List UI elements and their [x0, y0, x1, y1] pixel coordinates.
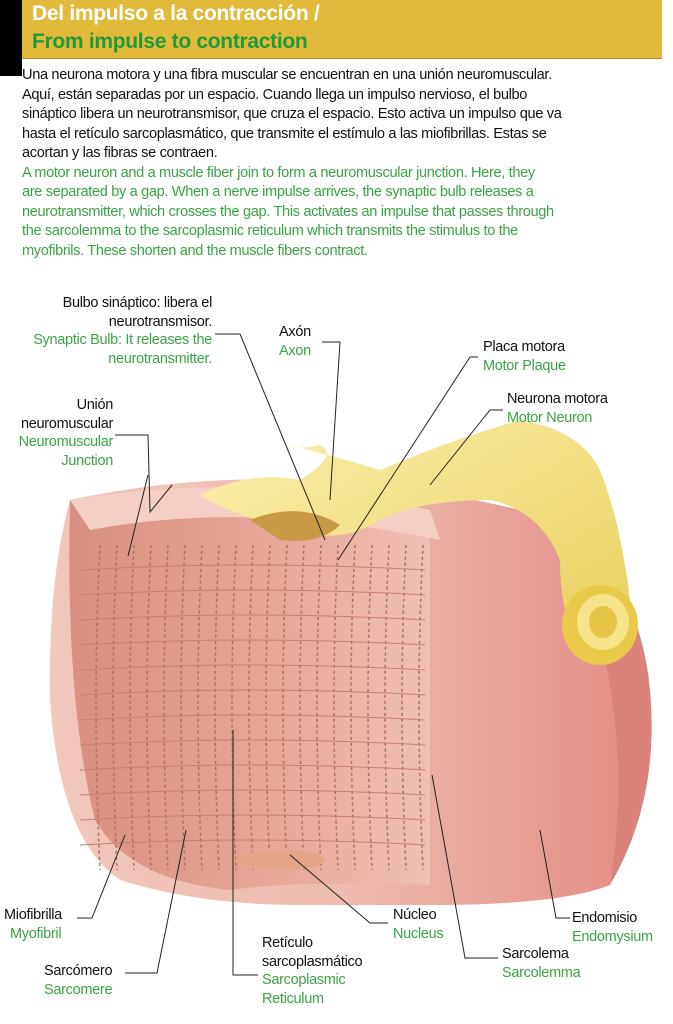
- motor-neuron-shape: [200, 420, 638, 665]
- striation-line: [418, 544, 424, 871]
- intro-es-line: acortan y las fibras se contraen.: [22, 145, 218, 161]
- label-neuromuscular-junction: Unión neuromuscular Neuromuscular Juncti…: [18, 397, 114, 469]
- leader-motor-neuron: [429, 409, 503, 486]
- leader-axon: [322, 341, 341, 501]
- striation-line: [367, 544, 373, 871]
- striation-line: [316, 544, 322, 871]
- sarcomere-band: [79, 639, 426, 646]
- striation-line: [384, 544, 390, 871]
- leader-myofibril: [77, 834, 126, 919]
- intro-es-line: hasta el retículo sarcoplasmático, que t…: [22, 125, 547, 142]
- header-accent-bar: [0, 0, 22, 76]
- sarcomere-band: [79, 664, 426, 671]
- intro-en-line: the sarcolemma to the sarcoplasmic retic…: [22, 223, 518, 239]
- sarcomere-band: [79, 814, 426, 821]
- striation-line: [231, 544, 237, 871]
- label-sarcomere: Sarcómero Sarcomere: [44, 963, 113, 998]
- striation-line: [95, 544, 101, 871]
- label-endomysium: Endomisio Endomysium: [572, 910, 653, 945]
- leader-lines: [77, 333, 570, 976]
- striation-line: [265, 544, 271, 871]
- label-motor-neuron: Neurona motora Motor Neuron: [507, 391, 608, 426]
- intro-en-line: myofibrils. These shorten and the muscle…: [22, 242, 368, 259]
- sarcomere-band: [79, 739, 426, 746]
- leader-endomysium: [539, 829, 570, 919]
- striation-line: [146, 544, 152, 871]
- label-motor-plaque: Placa motora Motor Plaque: [483, 339, 566, 374]
- striation-line: [299, 544, 305, 871]
- sarcomere-band: [79, 714, 426, 721]
- title-spanish: Del impulso a la contracción /: [32, 2, 320, 25]
- leader-nucleus: [289, 854, 388, 924]
- sarcomere-band: [79, 839, 426, 846]
- leader-sarcolemma: [431, 774, 498, 959]
- striation-line: [401, 544, 407, 871]
- leader-synaptic-bulb: [215, 333, 326, 541]
- striation-line: [214, 544, 220, 871]
- leader-sarcomere: [125, 829, 187, 974]
- fiber-body: [49, 479, 652, 905]
- intro-es-line: sináptico libera un neurotransmisor, que…: [22, 106, 562, 122]
- myofibril-striations: [79, 544, 426, 871]
- label-axon: Axón Axon: [279, 324, 311, 359]
- label-myofibril: Miofibrilla Myofibril: [4, 907, 62, 942]
- striation-line: [248, 544, 254, 871]
- sarcomere-band: [79, 764, 426, 771]
- intro-es-line: Una neurona motora y una fibra muscular …: [22, 67, 552, 83]
- striation-line: [180, 544, 186, 871]
- sarcomere-band: [79, 689, 426, 696]
- label-sarcoplasmic-reticulum: Retículo sarcoplasmático Sarcoplasmic Re…: [262, 935, 363, 1007]
- intro-en-line: A motor neuron and a muscle fiber join t…: [22, 164, 535, 181]
- intro-en-line: neurotransmitter, which crosses the gap.…: [22, 203, 554, 220]
- label-sarcolemma: Sarcolema Sarcolemma: [502, 946, 581, 981]
- label-nucleus: Núcleo Nucleus: [393, 907, 444, 942]
- header-banner: Del impulso a la contracción / From impu…: [0, 0, 662, 76]
- intro-es-line: Aquí, están separadas por un espacio. Cu…: [22, 86, 528, 103]
- title-english: From impulse to contraction: [32, 30, 308, 53]
- sarcomere-band: [79, 589, 426, 596]
- leader-motor-plaque: [337, 356, 478, 561]
- nucleus-shape: [235, 850, 325, 870]
- leader-nmj-2: [127, 474, 149, 557]
- striation-line: [129, 544, 135, 871]
- striation-line: [112, 544, 118, 871]
- leader-reticulum: [232, 730, 258, 976]
- striation-line: [333, 544, 339, 871]
- striation-line: [282, 544, 288, 871]
- sarcomere-band: [79, 789, 426, 796]
- sarcomere-band: [79, 564, 426, 571]
- striation-line: [197, 544, 203, 871]
- sarcomere-band: [79, 614, 426, 621]
- intro-text: Una neurona motora y una fibra muscular …: [22, 66, 667, 261]
- striation-line: [350, 544, 356, 871]
- label-synaptic-bulb: Bulbo sináptico: libera el neurotransmis…: [33, 295, 212, 367]
- striation-line: [163, 544, 169, 871]
- intro-en-line: are separated by a gap. When a nerve imp…: [22, 184, 534, 200]
- leader-nmj: [115, 434, 173, 514]
